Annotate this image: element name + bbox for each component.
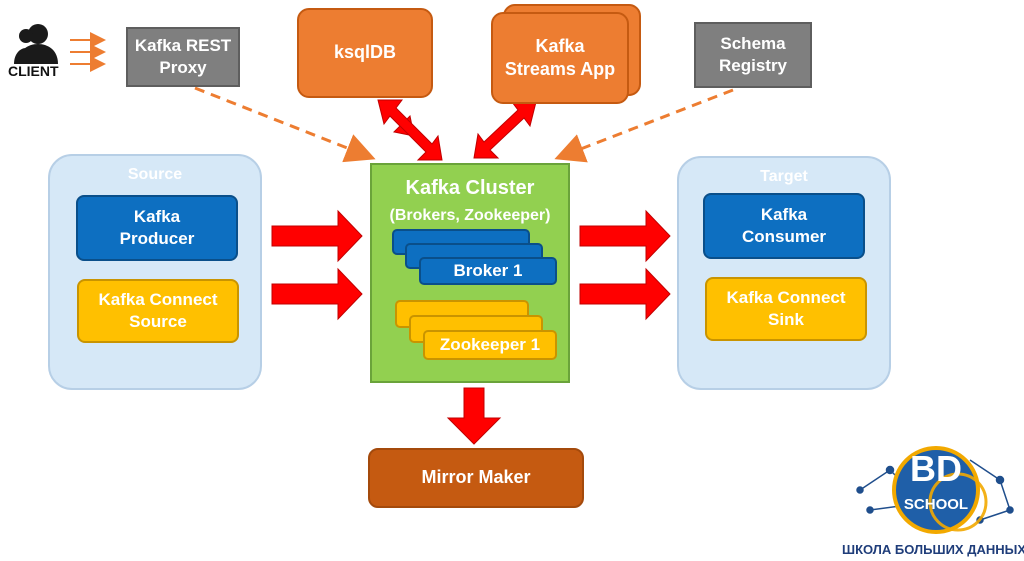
cluster-subtitle: (Brokers, Zookeeper)	[389, 207, 551, 224]
broker-1: Broker 1	[419, 257, 557, 285]
source-panel: Source	[48, 154, 262, 390]
kafka-rest-proxy: Kafka REST Proxy	[126, 27, 240, 87]
kafka-connect-sink: Kafka Connect Sink	[705, 277, 867, 341]
cluster-title: Kafka Cluster	[405, 177, 535, 199]
cluster-to-mirror-arrow	[446, 387, 502, 445]
logo-bd-text: BD	[910, 448, 962, 489]
client-arrows	[70, 32, 106, 72]
kafka-streams-app: Kafka Streams App	[491, 12, 629, 104]
source-title: Source	[127, 166, 183, 183]
rest-proxy-dashed-arrow	[194, 86, 376, 163]
schema-registry: Schema Registry	[694, 22, 812, 88]
bd-school-logo: BD SCHOOL	[850, 440, 1020, 540]
kafka-connect-source: Kafka Connect Source	[77, 279, 239, 343]
logo-tagline: ШКОЛА БОЛЬШИХ ДАННЫХ	[842, 542, 1024, 557]
logo-school-text: SCHOOL	[903, 496, 969, 513]
mirror-maker: Mirror Maker	[368, 448, 584, 508]
client-user-icon	[14, 22, 68, 64]
client-label: CLIENT	[8, 63, 59, 79]
streams-double-arrow	[473, 101, 537, 159]
kafka-producer: Kafka Producer	[76, 195, 238, 261]
ksqldb-double-arrow-shape	[377, 99, 443, 161]
zookeeper-1: Zookeeper 1	[423, 330, 557, 360]
target-title: Target	[760, 168, 808, 185]
ksqldb-box: ksqlDB	[297, 8, 433, 98]
target-panel: Target	[677, 156, 891, 390]
source-to-cluster-arrow-1	[271, 209, 363, 263]
source-to-cluster-arrow-2	[271, 267, 363, 321]
cluster-to-target-arrow-1	[579, 209, 671, 263]
network-graph-icon	[856, 446, 1014, 534]
cluster-to-target-arrow-2	[579, 267, 671, 321]
kafka-consumer: Kafka Consumer	[703, 193, 865, 259]
schema-registry-dashed-arrow	[554, 88, 734, 163]
